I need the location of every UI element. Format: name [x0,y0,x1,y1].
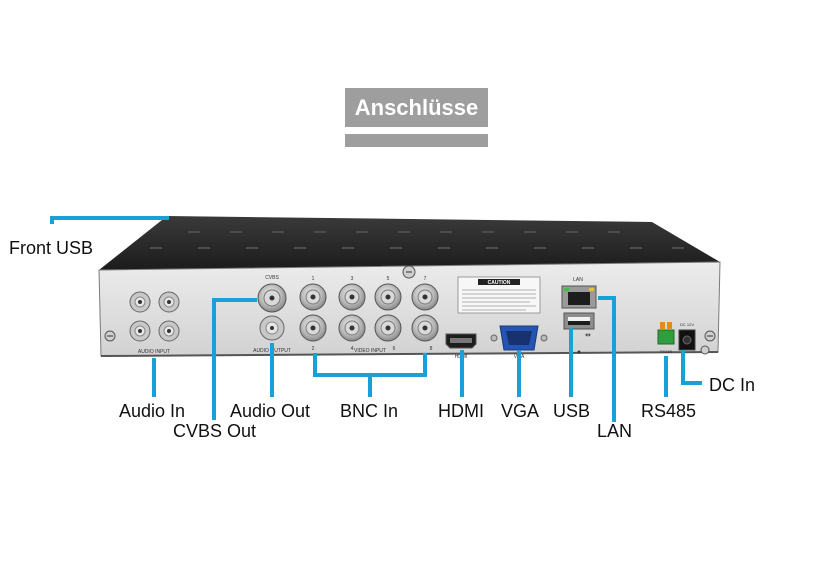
panel-screw [700,345,710,355]
label-rs485: RS485 [641,401,697,421]
video-input-panel-label: VIDEO INPUT [354,348,386,354]
page-title: Anschlüsse [354,94,479,120]
usb-port: ⇹ [563,312,595,354]
channel-number: 8 [430,346,433,352]
bnc-input [374,283,402,311]
callout-bnc-in [313,353,427,377]
hdmi-port: HDMI [445,333,477,360]
caution-sticker: CAUTION [457,276,541,314]
rs485-terminal: RS485 [657,322,675,354]
channel-number: 6 [393,346,396,352]
lan-port: LAN [561,277,597,309]
panel-screw [104,330,116,342]
rs485-panel-label: RS485 [660,349,673,354]
bnc-input [338,283,366,311]
rca-jack [158,320,180,342]
callout-lan [598,296,616,422]
usb-symbol-icon: ⇹ [585,331,591,339]
label-audio-in: Audio In [119,401,186,421]
channel-number: 2 [312,346,315,352]
bnc-input [411,283,439,311]
audio-input-panel-label: AUDIO INPUT [138,349,170,355]
bnc-input [374,314,402,342]
bnc-input [299,283,327,311]
indicator-dot [577,350,581,354]
channel-number: 4 [351,346,354,352]
label-lan: LAN [597,421,633,441]
rca-jack [158,291,180,313]
channel-number: 7 [424,276,427,282]
lan-panel-label: LAN [573,277,583,283]
caution-text: CAUTION [488,280,511,286]
channel-number: 5 [387,276,390,282]
channel-number: 3 [351,276,354,282]
label-hdmi: HDMI [438,401,484,421]
dc-power-jack: DC 12V [678,322,696,351]
dc-panel-label: DC 12V [680,322,694,327]
callout-front-usb [50,216,169,224]
callout-dc-in [681,350,702,385]
audio-input-rca-group: AUDIO INPUT [129,291,180,355]
bnc-input [299,314,327,342]
label-audio-out: Audio Out [230,401,311,421]
label-vga: VGA [501,401,540,421]
title-underline-bar [345,134,488,147]
label-usb: USB [553,401,591,421]
panel-screw [704,330,716,342]
label-front-usb: Front USB [9,238,94,258]
channel-number: 1 [312,276,315,282]
callout-lines [50,216,702,422]
video-input-bnc-group: 1 3 5 7 2 4 6 8 VIDEO INPUT [299,276,439,354]
cvbs-panel-label: CVBS [265,275,279,281]
rca-jack [129,320,151,342]
label-dc-in: DC In [709,375,756,395]
rca-jack [129,291,151,313]
label-cvbs-out: CVBS Out [173,421,257,441]
bnc-input [411,314,439,342]
callout-cvbs-out [212,298,257,420]
bnc-input [338,314,366,342]
panel-screw [402,265,416,279]
cvbs-bnc-connector: CVBS [257,275,287,313]
label-bnc-in: BNC In [340,401,399,421]
dvr-top-cover [99,216,720,270]
title-box: Anschlüsse [345,88,488,127]
